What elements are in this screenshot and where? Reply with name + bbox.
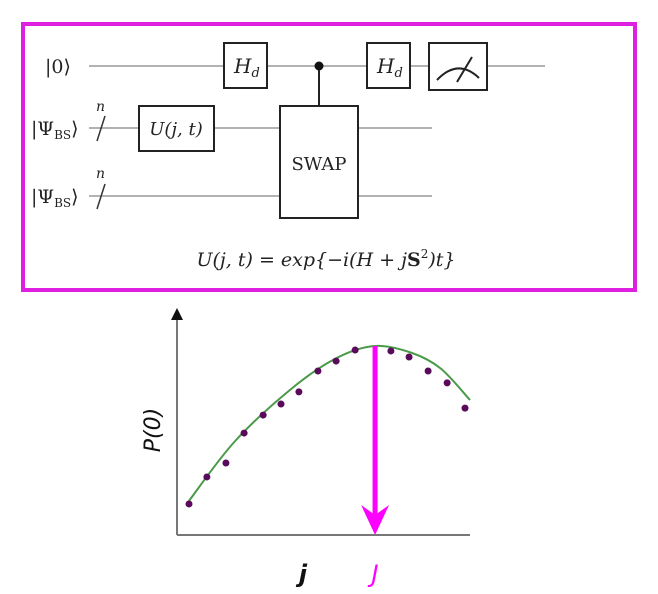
svg-text:|ΨBS⟩: |ΨBS⟩	[31, 186, 79, 210]
probability-chart: P(0) j J	[141, 308, 471, 588]
label-ket-0: |0⟩	[45, 56, 71, 78]
data-point	[387, 347, 395, 355]
unitary-formula: U(j, t) = exp{−i(H + jS2)t}	[196, 247, 455, 271]
register-slash-2	[96, 183, 106, 210]
data-point	[185, 500, 193, 508]
data-point	[295, 388, 303, 396]
label-psi-bs-2: |ΨBS⟩	[31, 186, 79, 210]
register-size-2: n	[96, 166, 105, 182]
data-point	[277, 400, 285, 408]
data-point	[314, 367, 322, 375]
control-dot	[314, 61, 324, 71]
circuit-frame	[21, 22, 637, 292]
svg-text:SWAP: SWAP	[291, 154, 346, 175]
y-axis-label: P(0)	[141, 408, 166, 452]
data-point	[351, 346, 359, 354]
y-axis-arrow	[171, 308, 183, 320]
register-size-1: n	[96, 99, 105, 115]
measurement-icon	[428, 42, 488, 91]
unitary-gate: U(j, t)	[138, 105, 215, 152]
marker-arrow-head	[361, 505, 390, 535]
x-axis-label: j	[295, 560, 308, 588]
marker-label: J	[368, 560, 379, 588]
data-point	[259, 411, 267, 419]
svg-text:U(j, t): U(j, t)	[149, 119, 202, 140]
label-psi-bs-1: |ΨBS⟩	[31, 118, 79, 142]
data-point	[222, 459, 230, 467]
data-point	[203, 473, 211, 481]
data-point	[424, 367, 432, 375]
data-point	[461, 404, 469, 412]
svg-text:Hd: Hd	[233, 54, 260, 81]
data-point	[405, 353, 413, 361]
data-point	[443, 379, 451, 387]
swap-gate: SWAP	[279, 105, 359, 219]
register-slash-1	[96, 115, 106, 142]
svg-text:|ΨBS⟩: |ΨBS⟩	[31, 118, 79, 142]
data-point	[240, 429, 248, 437]
svg-text:Hd: Hd	[376, 54, 403, 81]
data-point	[332, 357, 340, 365]
hadamard-gate-2: Hd	[366, 42, 411, 89]
hadamard-gate-1: Hd	[223, 42, 268, 89]
